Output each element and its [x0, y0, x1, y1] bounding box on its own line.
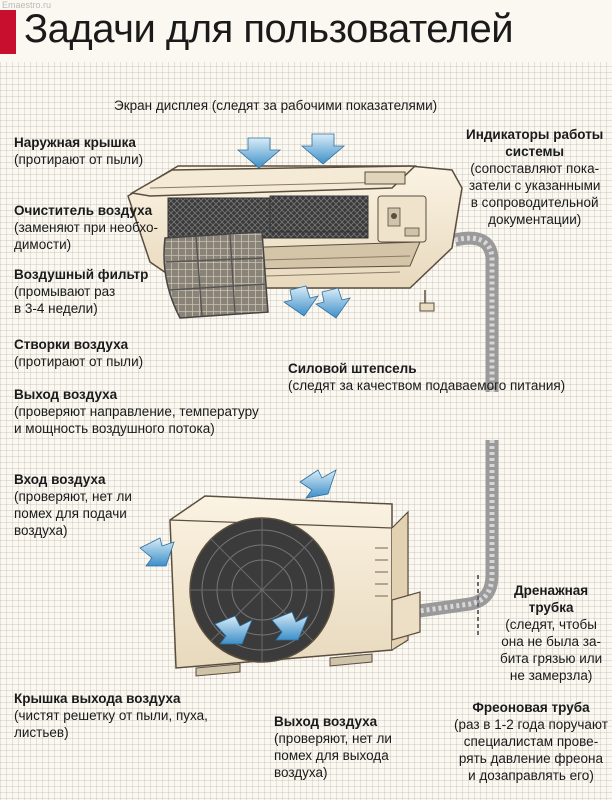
- label-freon-pipe: Фреоновая труба (раз в 1-2 года поручают…: [454, 700, 608, 783]
- air-inflow-arrow: [300, 133, 346, 165]
- air-outflow-arrow: [214, 615, 253, 645]
- display-screen: [364, 171, 406, 185]
- air-inflow-arrow: [236, 137, 282, 169]
- label-air-purifier: Очиститель воздуха (заменяют при необхо-…: [14, 203, 158, 252]
- freon-pipe: [411, 440, 499, 619]
- title-bar: Задачи для пользователей Emaestro.ru: [0, 0, 612, 62]
- air-filter: [163, 231, 269, 319]
- page-title: Задачи для пользователей: [24, 7, 514, 51]
- outdoor-unit: [139, 440, 499, 677]
- side-vents: [375, 547, 388, 597]
- label-outlet-cover: Крышка выхода воздуха (чистят решетку от…: [14, 691, 208, 740]
- label-drain-tube: Дренажная трубка (следят, чтобы она не б…: [500, 583, 603, 683]
- label-power-plug: Силовой штепсель (следят за качеством по…: [288, 361, 566, 393]
- label-air-filter: Воздушный фильтр (промывают раз в 3-4 не…: [14, 267, 149, 316]
- unit-foot: [329, 653, 373, 667]
- air-outflow-arrow: [271, 611, 309, 641]
- label-display-screen: Экран дисплея (следят за рабочими показа…: [114, 98, 438, 113]
- label-air-outlet-indoor: Выход воздуха (проверяют направление, те…: [14, 387, 259, 436]
- power-plug: [419, 302, 435, 312]
- watermark: Emaestro.ru: [2, 0, 52, 10]
- air-outflow-arrow: [283, 285, 319, 317]
- label-air-louvers: Створки воздуха (протирают от пыли): [14, 337, 144, 369]
- unit-foot: [195, 663, 241, 677]
- air-outflow-arrow: [315, 287, 351, 319]
- indoor-unit: [127, 133, 499, 392]
- title-accent-bar: [0, 10, 16, 54]
- label-system-indicators: Индикаторы работы системы (сопоставляют …: [466, 127, 604, 227]
- label-outer-cover: Наружная крышка (протирают от пыли): [14, 135, 144, 167]
- air-inflow-arrow: [139, 537, 175, 567]
- label-air-outlet-outdoor: Выход воздуха (проверяют, нет ли помех д…: [274, 714, 392, 780]
- air-inflow-arrow: [299, 469, 337, 499]
- label-air-inlet: Вход воздуха (проверяют, нет ли помех дл…: [14, 472, 132, 538]
